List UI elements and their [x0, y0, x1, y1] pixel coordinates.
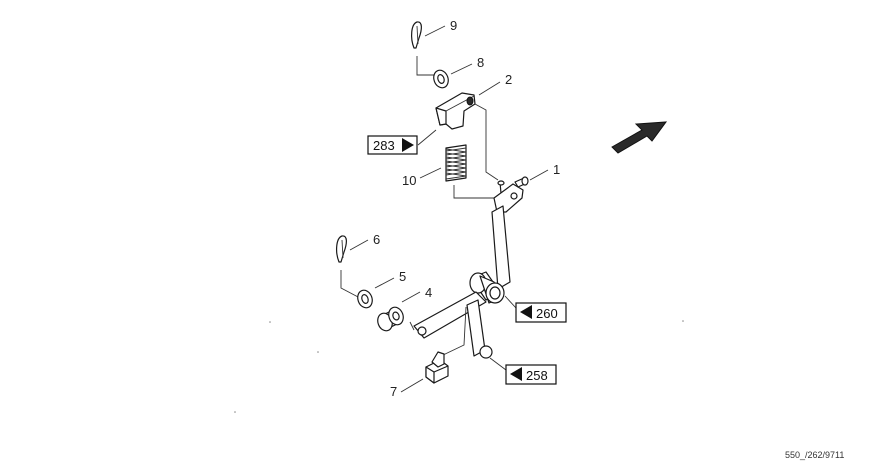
shift-arm-1 — [413, 176, 529, 359]
arrow-right-icon — [402, 138, 414, 152]
reference-label-283: 283 — [373, 138, 395, 153]
callout-6: 6 — [373, 232, 380, 247]
callout-4: 4 — [425, 285, 432, 300]
washer-8 — [433, 69, 449, 89]
collar-4 — [377, 306, 404, 332]
drawing-code: 550_/262/9711 — [785, 450, 844, 460]
reference-box-258[interactable]: 258 — [505, 364, 557, 385]
washer-5 — [357, 289, 373, 309]
reference-label-260: 260 — [536, 306, 558, 321]
arrow-left-icon — [520, 305, 532, 319]
callout-1: 1 — [553, 162, 560, 177]
callout-9: 9 — [450, 18, 457, 33]
reference-label-258: 258 — [526, 368, 548, 383]
knob-7 — [425, 351, 449, 384]
callout-10: 10 — [402, 173, 416, 188]
lever-block-2 — [435, 92, 476, 130]
callout-5: 5 — [399, 269, 406, 284]
front-direction-arrow-icon — [611, 121, 668, 154]
callout-8: 8 — [477, 55, 484, 70]
spring-10 — [445, 144, 467, 182]
reference-box-283[interactable]: 283 — [367, 135, 418, 155]
cotter-pin-9 — [411, 21, 422, 49]
callout-7: 7 — [390, 384, 397, 399]
callout-2: 2 — [505, 72, 512, 87]
arrow-left-icon — [510, 367, 522, 381]
cotter-pin-6 — [336, 235, 347, 263]
reference-box-260[interactable]: 260 — [515, 302, 567, 323]
